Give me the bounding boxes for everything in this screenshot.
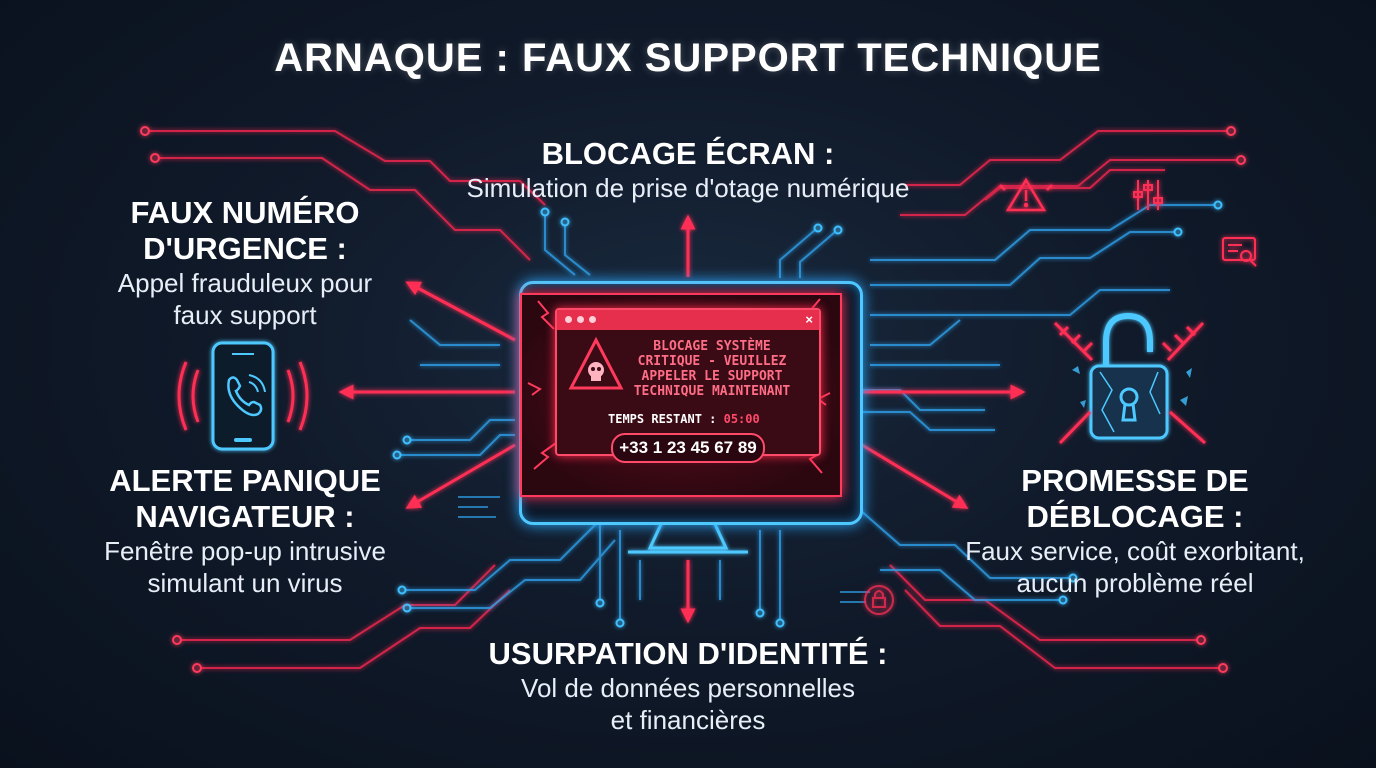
node-description: Simulation de prise d'otage numérique xyxy=(466,173,910,203)
warning-triangle-icon xyxy=(999,177,1053,212)
node-promesse-deblocage: PROMESSE DE DÉBLOCAGE : Faux service, co… xyxy=(950,463,1320,599)
arrow-down-right xyxy=(861,443,969,509)
node-heading: BLOCAGE ÉCRAN : xyxy=(541,136,835,171)
scam-phone-number[interactable]: +33 1 23 45 67 89 xyxy=(611,433,765,463)
sliders-icon xyxy=(1133,180,1163,210)
dash-marks xyxy=(458,496,870,603)
broken-padlock-icon xyxy=(1089,312,1169,440)
node-heading: ALERTE PANIQUE xyxy=(109,463,381,498)
skull-warning-icon xyxy=(568,336,624,390)
alert-line: CRITIQUE - VEUILLEZ xyxy=(637,354,787,369)
node-description: aucun problème réel xyxy=(1016,568,1254,598)
alert-message: BLOCAGE SYSTÈME CRITIQUE - VEUILLEZ APPE… xyxy=(612,339,812,399)
node-description: Fenêtre pop-up intrusive xyxy=(104,536,386,566)
timer-value: 05:00 xyxy=(723,412,760,426)
alert-line: APPELER LE SUPPORT xyxy=(641,369,783,384)
node-heading: NAVIGATEUR : xyxy=(135,499,355,534)
arrow-down-left xyxy=(405,443,516,509)
node-faux-numero: FAUX NUMÉRO D'URGENCE : Appel frauduleux… xyxy=(60,195,430,331)
countdown-timer: TEMPS RESTANT : 05:00 xyxy=(608,412,818,426)
phone-signal-waves xyxy=(177,361,309,431)
shatter-fragments xyxy=(1072,366,1192,408)
alert-line: TECHNIQUE MAINTENANT xyxy=(633,384,791,399)
node-heading: DÉBLOCAGE : xyxy=(1026,499,1244,534)
node-description: Appel frauduleux pour xyxy=(117,268,373,298)
red-circuit-nodes xyxy=(140,126,1246,673)
node-description: faux support xyxy=(173,300,317,330)
popup-titlebar: × xyxy=(557,310,819,330)
node-alerte-panique: ALERTE PANIQUE NAVIGATEUR : Fenêtre pop-… xyxy=(55,463,435,599)
window-dot-icon xyxy=(577,316,584,323)
node-description: Vol de données personnelles xyxy=(521,673,855,703)
broken-chains xyxy=(1053,321,1206,445)
node-description: simulant un virus xyxy=(147,568,343,598)
node-description: Faux service, coût exorbitant, xyxy=(965,536,1305,566)
blue-circuit-traces xyxy=(400,204,1215,620)
node-description: et financières xyxy=(610,705,766,735)
arrow-up-left xyxy=(405,281,516,342)
alert-line: BLOCAGE SYSTÈME xyxy=(653,339,771,354)
window-dot-icon xyxy=(565,316,572,323)
node-heading: D'URGENCE : xyxy=(143,231,347,266)
blue-circuit-nodes xyxy=(392,200,1223,628)
page-title: ARNAQUE : FAUX SUPPORT TECHNIQUE xyxy=(274,36,1102,80)
search-document-icon xyxy=(1222,237,1257,267)
red-arrows xyxy=(338,214,1026,624)
lock-circle-icon xyxy=(864,585,894,615)
phone-ringing-icon xyxy=(211,341,275,451)
node-blocage-ecran: BLOCAGE ÉCRAN : Simulation de prise d'ot… xyxy=(388,136,988,204)
window-dot-icon xyxy=(589,316,596,323)
node-usurpation: USURPATION D'IDENTITÉ : Vol de données p… xyxy=(438,636,938,736)
close-icon[interactable]: × xyxy=(805,312,813,327)
node-heading: FAUX NUMÉRO xyxy=(130,195,360,230)
node-heading: PROMESSE DE xyxy=(1021,463,1249,498)
node-heading: USURPATION D'IDENTITÉ : xyxy=(488,636,888,671)
timer-label: TEMPS RESTANT : xyxy=(608,412,717,426)
